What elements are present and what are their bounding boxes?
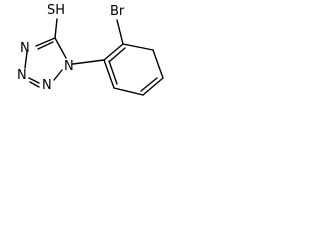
bond-benzene-6-1 <box>103 59 115 89</box>
bond-benzene-5-6 <box>113 87 144 96</box>
chemical-structure-diagram: SH Br N N N N <box>17 3 164 96</box>
bond-c5-n1 <box>54 37 67 59</box>
bond-n2-n1 <box>53 69 63 81</box>
nitrogen-n1-label: N <box>64 59 74 74</box>
bond-benzene-inner-2 <box>140 77 158 92</box>
bond-c5-sh <box>54 18 58 39</box>
bond-n4-n3 <box>24 51 28 69</box>
nitrogen-n4-label: N <box>20 41 30 56</box>
bond-n3-n2 <box>28 77 40 84</box>
bond-benzene-2-3 <box>122 43 154 51</box>
bond-c5-n4-double <box>37 41 54 50</box>
bond-c-br <box>116 19 124 45</box>
bond-benzene-1-2 <box>103 43 124 61</box>
thiol-label: SH <box>47 3 65 18</box>
nitrogen-n3-label: N <box>17 68 27 83</box>
bond-n3-n2-double <box>29 81 40 88</box>
bond-n1-phenyl <box>72 59 105 65</box>
bond-benzene-inner-3 <box>108 60 118 85</box>
bromine-label: Br <box>110 4 125 19</box>
bond-benzene-3-4 <box>152 49 164 79</box>
bond-benzene-inner-1 <box>109 47 126 62</box>
bond-benzene-4-5 <box>142 77 164 96</box>
bond-c5-n4 <box>35 37 56 47</box>
nitrogen-n2-label: N <box>42 78 52 93</box>
